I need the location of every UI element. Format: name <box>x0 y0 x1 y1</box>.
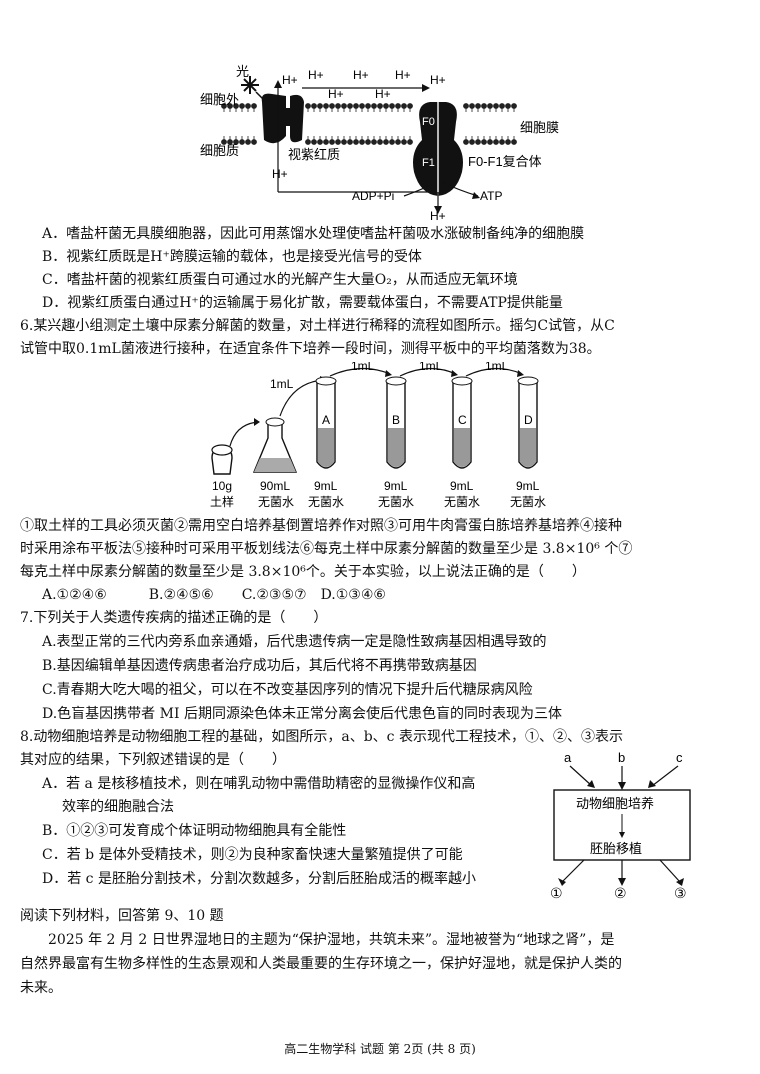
q6-stem-line-1: 6.某兴趣小组测定土壤中尿素分解菌的数量，对土样进行稀释的流程如图所示。摇匀C试… <box>20 318 615 334</box>
h-label-2: H+ <box>353 68 369 82</box>
q5-option-a: A．嗜盐杆菌无具膜细胞器，因此可用蒸馏水处理使嗜盐杆菌吸水涨破制备纯净的细胞膜 <box>42 226 585 242</box>
atp-label: ATP <box>480 189 502 203</box>
tube-cap <box>385 376 407 386</box>
adp-label: ADP+Pi <box>352 189 394 203</box>
page-footer: 高二生物学科 试题 第 2页 (共 8 页) <box>284 1042 476 1056</box>
soil-name: 土样 <box>210 494 234 509</box>
h-label-bottom: H+ <box>430 209 446 220</box>
h-label-1: H+ <box>308 68 324 82</box>
f1-label: F1 <box>422 157 435 169</box>
q6-statement-3: 每克土样中尿素分解菌的数量至少是 3.8×10⁶个。关于本实验，以上说法正确的是… <box>20 564 586 580</box>
q7-stem: 7.下列关于人类遗传疾病的描述正确的是（ ） <box>20 610 328 626</box>
test-tubes: A 9mL 无菌水 1mL B 9mL 无菌水 1mL C 9mL 无菌水 1mL D 9mL 无菌水 <box>308 362 546 509</box>
rhodopsin-protein <box>261 93 304 144</box>
tube-amount: 9mL <box>450 479 474 493</box>
tube-label: A <box>322 413 330 427</box>
complex-label: F0-F1复合体 <box>468 154 542 169</box>
tube-label: B <box>392 413 400 427</box>
transfer-label-1: 1mL <box>270 377 294 391</box>
transfer-arrowhead <box>517 370 524 377</box>
tube-liquid <box>454 428 470 467</box>
q6-options: A.①②④⑥ B.②④⑤⑥ C.②③⑤⑦ D.①③④⑥ <box>42 587 386 603</box>
box-bottom-label: 胚胎移植 <box>590 841 642 856</box>
rhodopsin-membrane-diagram: 光 细胞外 细胞质 视紫红质 H+ H+ H+ H+ H+ H+ H+ H+ H… <box>200 64 559 220</box>
tube-cap <box>451 376 473 386</box>
tube-label: D <box>524 413 533 427</box>
q8-option-c: C．若 b 是体外受精技术，则②为良种家畜快速大量繁殖提供了可能 <box>42 847 463 863</box>
membrane-label: 细胞膜 <box>520 120 559 135</box>
tube-amount: 9mL <box>516 479 540 493</box>
flask-amount: 90mL <box>260 479 290 493</box>
membrane-bilayer <box>221 103 517 145</box>
tube-amount: 9mL <box>314 479 338 493</box>
result-1: ① <box>550 885 563 900</box>
q8-option-d: D．若 c 是胚胎分割技术，分割次数越多，分割后胚胎成活的概率越小 <box>42 871 476 887</box>
h-label-left-bottom: H+ <box>272 167 288 181</box>
transfer-arrow <box>465 367 523 377</box>
q8-stem-line-2: 其对应的结果，下列叙述错误的是（ ） <box>20 752 286 768</box>
tube-name: 无菌水 <box>510 495 546 509</box>
tube-name: 无菌水 <box>308 495 344 509</box>
transfer-arrow <box>399 367 457 377</box>
q8-option-a-cont: 效率的细胞融合法 <box>62 799 174 815</box>
h-label-left-top: H+ <box>282 73 298 87</box>
cytoplasm-label: 细胞质 <box>200 143 239 158</box>
rhodopsin-label: 视紫红质 <box>288 147 340 162</box>
flask-name: 无菌水 <box>258 495 294 509</box>
soil-sample-cup <box>211 444 233 475</box>
q7-option-b: B.基因编辑单基因遗传病患者治疗成功后，其后代将不再携带致病基因 <box>42 658 477 674</box>
q8-option-a: A．若 a 是核移植技术，则在哺乳动物中需借助精密的显微操作仪和高 <box>42 776 476 792</box>
h-label-4: H+ <box>328 87 344 101</box>
transfer-label: 1mL <box>485 362 509 373</box>
tube-cap <box>315 376 337 386</box>
q7-option-a: A.表型正常的三代内旁系血亲通婚，后代患遗传病一定是隐性致病基因相遇导致的 <box>42 634 547 650</box>
q8-stem-line-1: 8.动物细胞培养是动物细胞工程的基础，如图所示，a、b、c 表示现代工程技术，①… <box>20 729 623 745</box>
tube-name: 无菌水 <box>378 495 414 509</box>
transfer-label: 1mL <box>351 362 375 373</box>
outside-label: 细胞外 <box>200 92 239 107</box>
dilution-diagram: 10g 土样 90mL 无菌水 1mL A 9mL 无菌水 1mL B 9mL 无菌水 1mL… <box>210 362 546 509</box>
h-label-5: H+ <box>375 87 391 101</box>
q5-option-d: D．视紫红质蛋白通过H⁺的运输属于易化扩散，需要载体蛋白，不需要ATP提供能量 <box>42 295 563 311</box>
tube-name: 无菌水 <box>444 495 480 509</box>
tube-cap <box>517 376 539 386</box>
transfer-arrow <box>329 367 391 377</box>
passage-line-2: 自然界最富有生物多样性的生态景观和人类最重要的生存环境之一，保护好湿地，就是保护… <box>20 956 622 972</box>
q5-option-c: C．嗜盐杆菌的视紫红质蛋白可通过水的光解产生大量O₂，从而适应无氧环境 <box>42 272 518 288</box>
transfer-arrowhead <box>385 370 392 377</box>
tech-c-label: c <box>676 750 683 765</box>
light-starburst-icon <box>241 76 259 94</box>
q8-option-b: B．①②③可发育成个体证明动物细胞具有全能性 <box>42 823 347 839</box>
q6-stem-line-2: 试管中取0.1mL菌液进行接种，在适宜条件下培养一段时间，测得平板中的平均菌落数… <box>20 341 601 357</box>
tech-a-label: a <box>564 750 572 765</box>
tube-liquid <box>318 428 334 467</box>
cell-engineering-diagram: a b c 动物细胞培养 胚胎移植 ① ② ③ <box>550 750 691 900</box>
passage-line-3: 未来。 <box>20 980 62 996</box>
f0-label: F0 <box>422 116 435 128</box>
q6-statement-1: ①取土样的工具必须灭菌②需用空白培养基倒置培养作对照③可用牛肉膏蛋白胨培养基培养… <box>20 518 622 534</box>
tube-amount: 9mL <box>384 479 408 493</box>
transfer-label: 1mL <box>419 362 443 373</box>
tech-b-label: b <box>618 750 625 765</box>
reading-intro: 阅读下列材料，回答第 9、10 题 <box>20 908 224 924</box>
q7-option-d: D.色盲基因携带者 MI 后期同源染色体未正常分离会使后代患色盲的同时表现为三体 <box>42 706 562 722</box>
flask-90ml <box>252 417 298 473</box>
result-2: ② <box>614 885 627 900</box>
tube-liquid <box>388 428 404 467</box>
passage-line-1: 2025 年 2 月 2 日世界湿地日的主题为“保护湿地，共筑未来”。湿地被誉为… <box>20 932 615 948</box>
box-top-label: 动物细胞培养 <box>576 796 654 811</box>
soil-amount: 10g <box>212 479 232 493</box>
light-label: 光 <box>236 64 249 79</box>
result-3: ③ <box>674 885 687 900</box>
h-label-3: H+ <box>395 68 411 82</box>
q7-option-c: C.青春期大吃大喝的祖父，可以在不改变基因序列的情况下提升后代糖尿病风险 <box>42 682 533 698</box>
q5-option-b: B．视紫红质既是H⁺跨膜运输的载体，也是接受光信号的受体 <box>42 249 422 265</box>
h-label-6: H+ <box>430 73 446 87</box>
transfer-arrowhead <box>451 370 458 377</box>
q6-statement-2: 时采用涂布平板法⑤接种时可采用平板划线法⑥每克土样中尿素分解菌的数量至少是 3.… <box>20 541 633 557</box>
tube-label: C <box>458 413 467 427</box>
tube-liquid <box>520 428 536 467</box>
